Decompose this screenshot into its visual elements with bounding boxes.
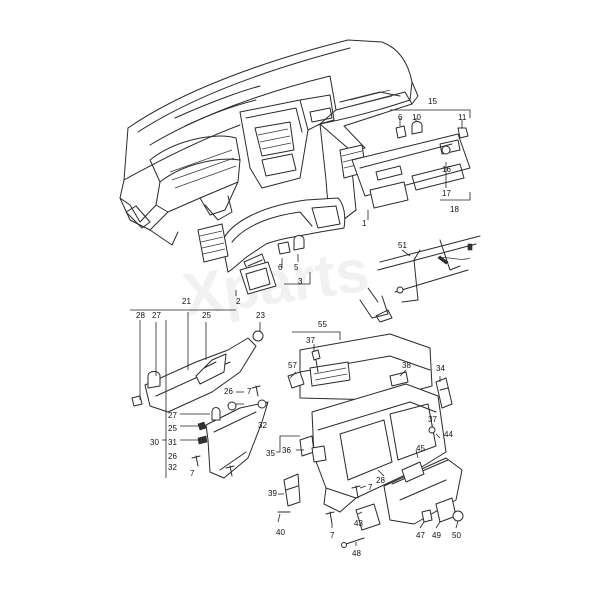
- wiring-harness-bracket: [359, 235, 481, 323]
- callout-6: 6: [398, 113, 403, 122]
- clip-26: [227, 401, 237, 411]
- callout-7: 7: [330, 531, 335, 540]
- callout-23: 23: [256, 311, 265, 320]
- small-clips-top: [395, 121, 469, 139]
- callout-3: 3: [298, 277, 303, 286]
- bracket-43: [355, 503, 381, 531]
- bracket-38: [389, 371, 409, 387]
- small-clips-middle: [277, 235, 305, 255]
- callout-7: 7: [247, 387, 252, 396]
- callout-18: 18: [450, 205, 459, 214]
- clip-23: [252, 330, 264, 342]
- wiring-clip: [396, 286, 404, 294]
- callout-57: 57: [288, 361, 297, 370]
- callout-1: 1: [362, 219, 367, 228]
- callout-26: 26: [168, 452, 177, 461]
- lower-trim-left: [131, 330, 264, 413]
- callout-35: 35: [266, 449, 275, 458]
- callout-2: 2: [236, 297, 241, 306]
- air-vent-left: [197, 223, 229, 263]
- callout-17: 17: [442, 189, 451, 198]
- callout-49: 49: [432, 531, 441, 540]
- callout-32: 32: [168, 463, 177, 472]
- callout-7: 7: [190, 469, 195, 478]
- cover-panel-1: [239, 261, 277, 295]
- callout-37: 37: [306, 336, 315, 345]
- callout-31: 31: [168, 438, 177, 447]
- bolt-37-right: [428, 426, 436, 434]
- callout-11: 11: [458, 113, 467, 122]
- callout-36: 36: [282, 446, 291, 455]
- callout-27: 27: [168, 411, 177, 420]
- callout-38: 38: [402, 361, 411, 370]
- callout-44: 44: [444, 430, 453, 439]
- callout-27: 27: [152, 311, 161, 320]
- trim-strip-passenger: [351, 133, 471, 209]
- callout-51: 51: [398, 241, 407, 250]
- callout-15: 15: [428, 97, 437, 106]
- callout-26: 26: [224, 387, 233, 396]
- knee-panel-left: [191, 385, 269, 479]
- callout-43: 43: [354, 519, 363, 528]
- dashboard-panel: [119, 39, 419, 246]
- callout-34: 34: [436, 364, 445, 373]
- callout-21: 21: [182, 297, 191, 306]
- callout-7: 7: [368, 483, 373, 492]
- callout-6: 6: [278, 263, 283, 272]
- glove-box-latch: [421, 497, 464, 523]
- callout-50: 50: [452, 531, 461, 540]
- clip-16: [441, 145, 451, 155]
- callout-28: 28: [376, 476, 385, 485]
- callout-39: 39: [268, 489, 277, 498]
- bracket-34: [435, 377, 453, 409]
- callout-30: 30: [150, 438, 159, 447]
- clip-32: [257, 399, 267, 409]
- callout-55: 55: [318, 320, 327, 329]
- callout-37: 37: [428, 415, 437, 424]
- callout-16: 16: [442, 165, 451, 174]
- callout-25: 25: [202, 311, 211, 320]
- screws: [325, 485, 365, 548]
- leader-lines: [130, 109, 471, 546]
- callout-25: 25: [168, 424, 177, 433]
- callout-10: 10: [412, 113, 421, 122]
- callout-47: 47: [416, 531, 425, 540]
- callout-32: 32: [258, 421, 267, 430]
- callout-40: 40: [276, 528, 285, 537]
- hinge-39: [277, 473, 301, 513]
- callout-45: 45: [416, 444, 425, 453]
- bolt-37-top: [311, 349, 321, 373]
- callout-28: 28: [136, 311, 145, 320]
- callout-5: 5: [294, 263, 299, 272]
- callout-48: 48: [352, 549, 361, 558]
